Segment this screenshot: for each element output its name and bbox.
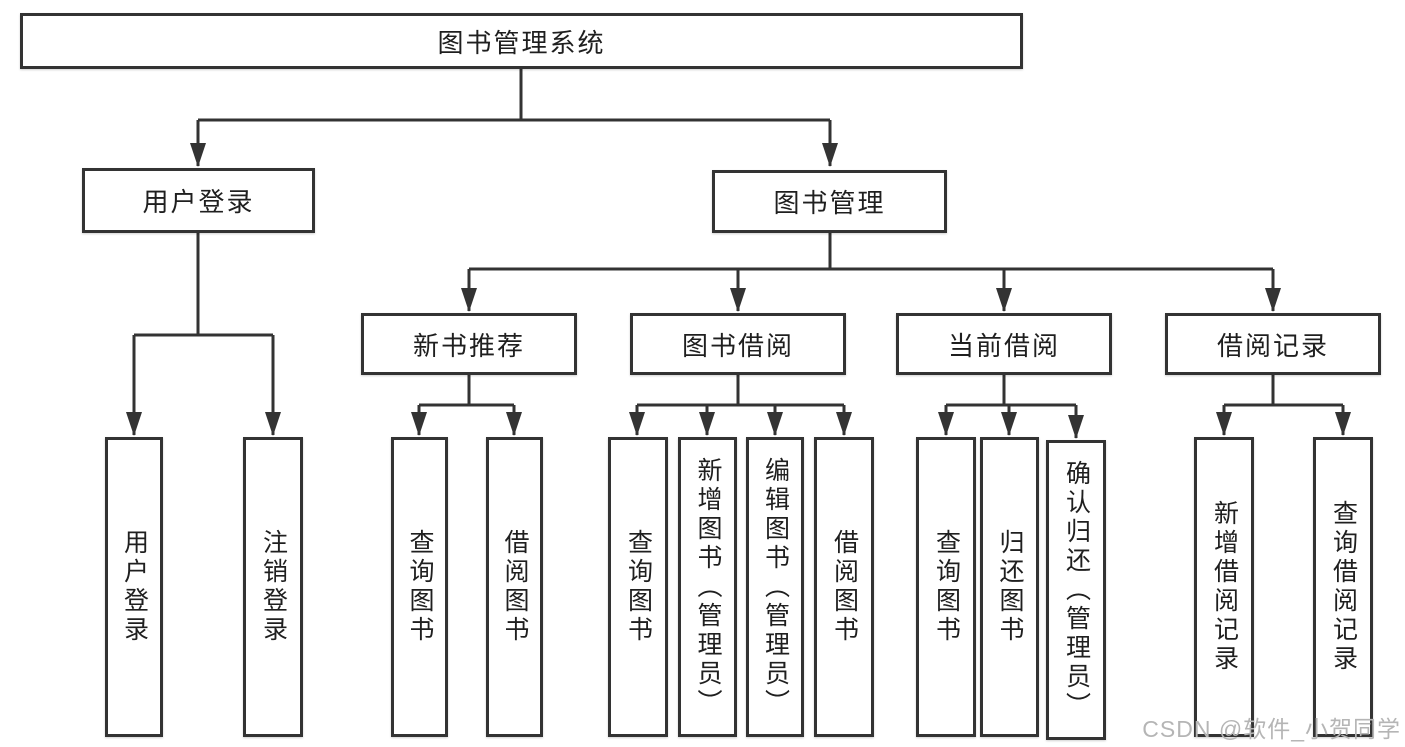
leaf-add-borrow-record: 新增借阅记录 [1194,437,1254,737]
leaf-return-books: 归还图书 [980,437,1039,737]
node-label: 借阅图书 [501,529,529,645]
node-user-login: 用户登录 [82,168,315,233]
node-label: 注销登录 [259,529,288,645]
node-label: 查询图书 [624,529,653,645]
leaf-logout: 注销登录 [243,437,303,737]
node-new-book-recommend: 新书推荐 [361,313,577,375]
node-label: 用户登录 [142,187,255,217]
node-label: 编辑图书（管理员） [761,456,790,718]
node-label: 图书管理系统 [437,27,606,58]
node-label: 查询借阅记录 [1329,500,1358,674]
leaf-query-books-borrowing: 查询图书 [608,437,668,737]
node-label: 查询图书 [932,529,961,645]
node-label: 新增借阅记录 [1210,500,1239,674]
node-label: 归还图书 [996,529,1024,645]
node-label: 查询图书 [406,529,434,645]
node-label: 当前借阅 [947,330,1060,361]
node-label: 新书推荐 [412,330,525,361]
leaf-borrow-books-recommend: 借阅图书 [486,437,543,737]
node-label: 借阅记录 [1216,330,1329,361]
watermark: CSDN @软件_小贺同学 [1142,716,1401,742]
node-label: 确认归还（管理员） [1062,459,1091,721]
node-label: 用户登录 [120,529,149,645]
leaf-borrow-books-borrowing: 借阅图书 [814,437,874,737]
node-label: 新增图书（管理员） [694,456,722,718]
leaf-query-books-current: 查询图书 [916,437,976,737]
leaf-query-borrow-record: 查询借阅记录 [1313,437,1373,737]
leaf-query-books-recommend: 查询图书 [391,437,448,737]
leaf-confirm-return-admin: 确认归还（管理员） [1046,440,1106,740]
node-book-management: 图书管理 [712,170,947,233]
node-label: 借阅图书 [830,529,859,645]
node-label: 图书管理 [773,188,886,218]
node-borrowing-records: 借阅记录 [1165,313,1381,375]
leaf-edit-books-admin: 编辑图书（管理员） [746,437,804,737]
node-library-management-system: 图书管理系统 [20,13,1023,69]
leaf-add-books-admin: 新增图书（管理员） [678,437,737,737]
node-book-borrowing: 图书借阅 [630,313,846,375]
node-label: 图书借阅 [681,330,794,361]
leaf-user-login: 用户登录 [105,437,163,737]
node-current-borrowing: 当前借阅 [896,313,1112,375]
